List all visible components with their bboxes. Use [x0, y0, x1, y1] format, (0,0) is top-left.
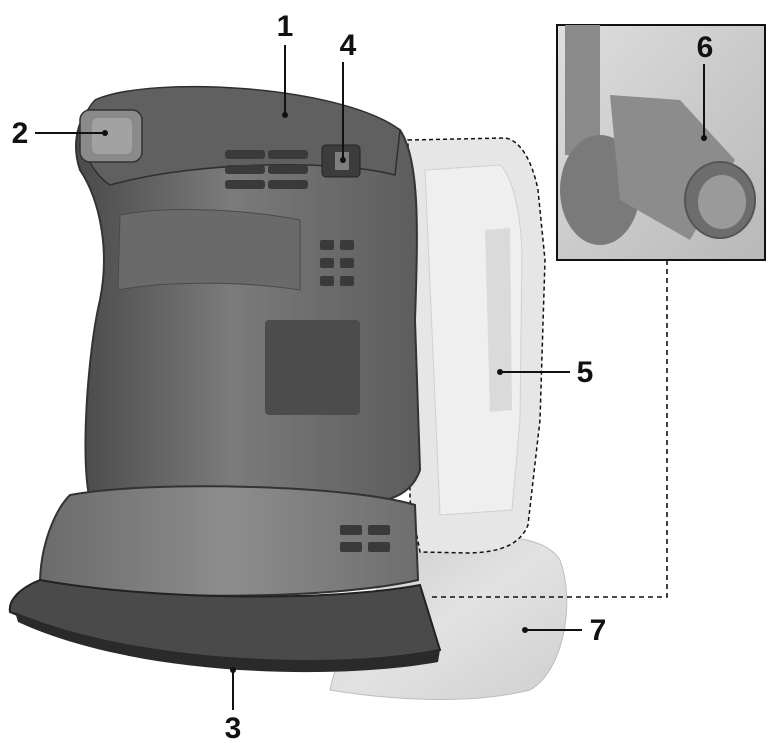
base-vents [340, 525, 390, 552]
base-housing [38, 485, 420, 597]
callout-4: 4 [340, 29, 357, 62]
dust-port-detail [560, 25, 756, 245]
callout-3: 3 [225, 712, 242, 743]
side-panel [265, 320, 360, 415]
vent-slots [225, 150, 354, 286]
callout-1: 1 [277, 10, 294, 43]
leader-lines [35, 45, 707, 710]
callout-6: 6 [697, 31, 714, 64]
inset-connector [430, 260, 668, 598]
callout-7: 7 [590, 614, 607, 647]
lock-button-face [92, 118, 132, 154]
grip-ribs [117, 209, 301, 291]
callout-2: 2 [12, 117, 29, 150]
battery-latch [485, 228, 512, 412]
callout-5: 5 [577, 356, 594, 389]
sanding-pad-underside [15, 612, 440, 673]
